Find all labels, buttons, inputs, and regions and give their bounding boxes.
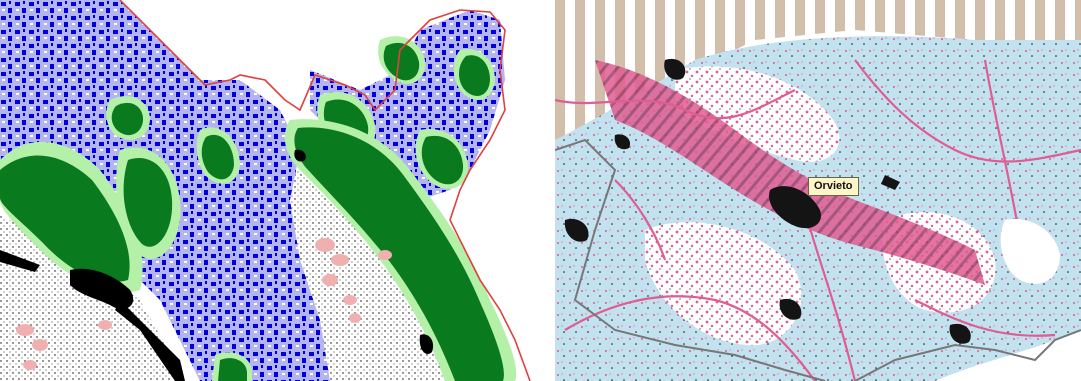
forest-patches (0, 36, 517, 381)
white-clearing (1000, 219, 1060, 284)
pink-speckle-zone-north (675, 66, 840, 162)
ecological-network-map (0, 0, 537, 381)
hatched-corridor (595, 60, 985, 285)
urban-areas (564, 58, 971, 344)
pink-patches (16, 238, 392, 370)
left-map-panel (0, 0, 537, 381)
valley-dotted-area (285, 160, 450, 381)
administrative-boundary (555, 138, 1081, 381)
urban-areas (0, 149, 434, 381)
striped-top-zone (555, 0, 1081, 140)
landscape-map-orvieto (555, 0, 1081, 381)
lowland-dotted-area (0, 215, 185, 381)
place-label-orvieto: Orvieto (808, 177, 859, 196)
administrative-boundary (119, 0, 531, 381)
pink-speckle-zone-south (645, 222, 802, 346)
right-map-panel: Orvieto (555, 0, 1081, 381)
